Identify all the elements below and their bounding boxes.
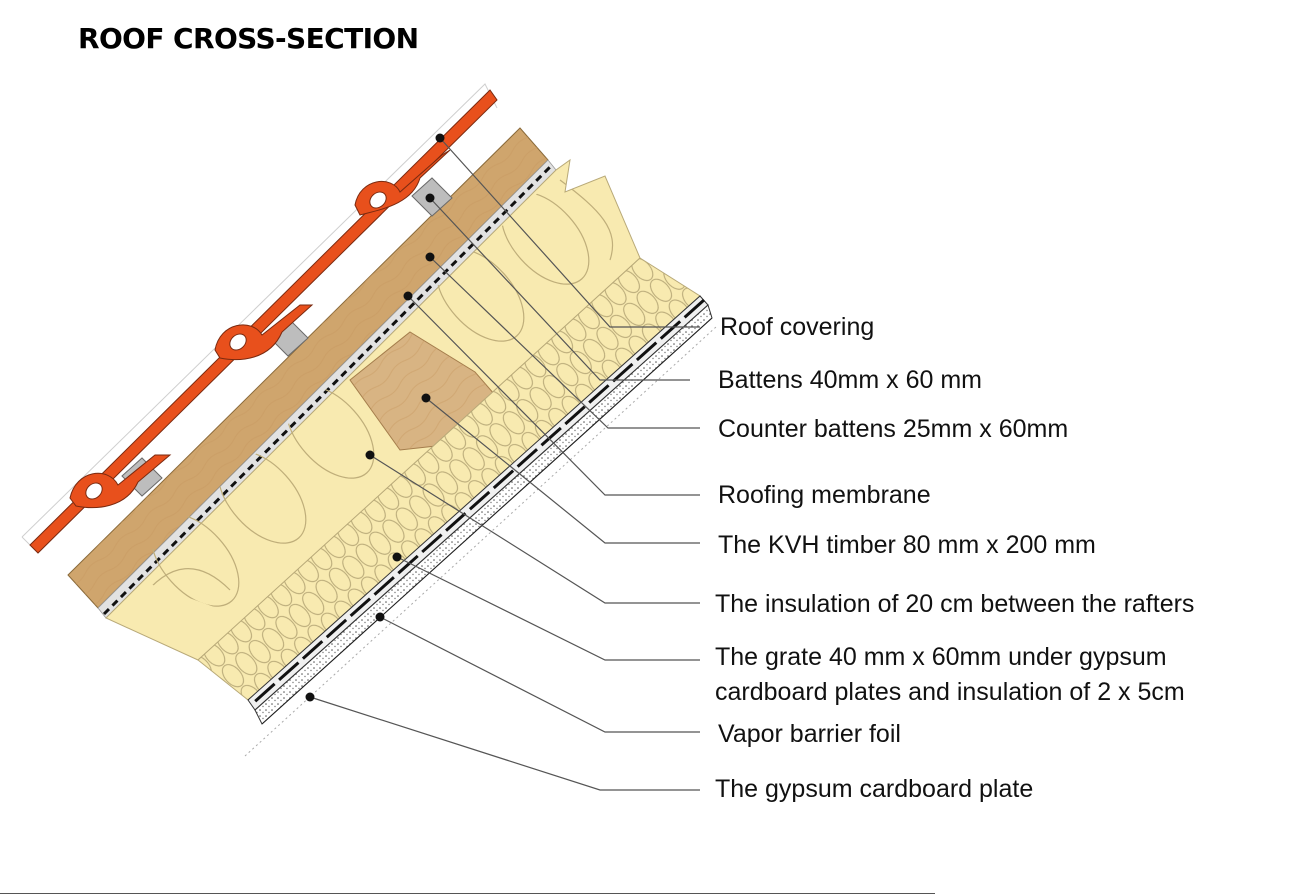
label-battens: Battens 40mm x 60 mm <box>718 366 982 394</box>
bottom-divider <box>0 893 935 894</box>
label-roof-covering: Roof covering <box>720 313 874 341</box>
label-kvh-timber: The KVH timber 80 mm x 200 mm <box>718 531 1096 559</box>
label-roofing-membrane: Roofing membrane <box>718 481 931 509</box>
label-insulation-rafters: The insulation of 20 cm between the raft… <box>715 590 1194 618</box>
leader-dots <box>305 133 445 702</box>
label-gypsum-plate: The gypsum cardboard plate <box>715 775 1033 803</box>
label-grate-line-2: cardboard plates and insulation of 2 x 5… <box>715 678 1185 706</box>
kvh-timber-rafter <box>349 331 496 451</box>
label-grate-line-1: The grate 40 mm x 60mm under gypsum <box>715 643 1167 671</box>
label-vapor-barrier: Vapor barrier foil <box>718 720 901 748</box>
page-title: ROOF CROSS-SECTION <box>78 22 419 55</box>
leader-lines <box>309 137 700 791</box>
label-counter-battens: Counter battens 25mm x 60mm <box>718 415 1068 443</box>
gypsum-cardboard-plate <box>244 304 717 757</box>
